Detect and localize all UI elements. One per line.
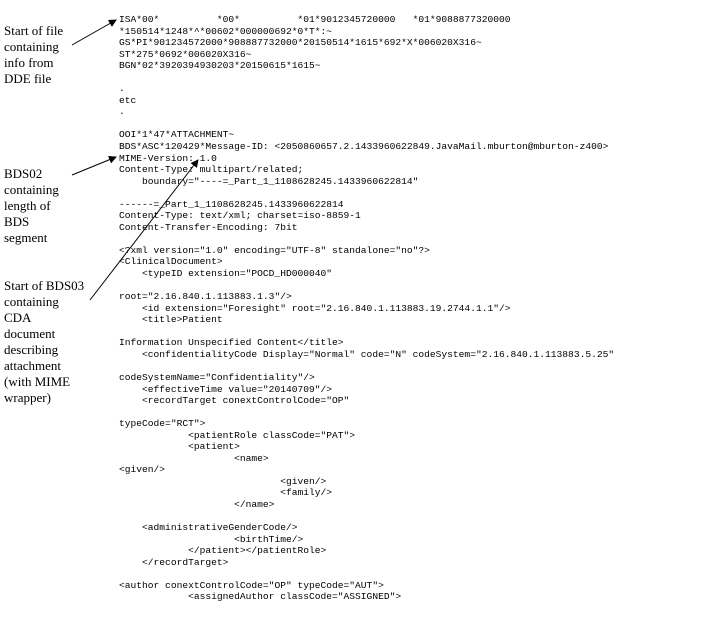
code-line: <patient> (119, 441, 240, 453)
code-line: root="2.16.840.1.113883.1.3"/> (119, 291, 292, 303)
label-bds02: BDS02 containing length of BDS segment (4, 166, 59, 245)
arrow-start-of-file (71, 19, 117, 46)
edi-code-listing: ISA*00* *00* *01*9012345720000 *01*90888… (119, 14, 614, 603)
code-line: ------=_Part_1_1108628245.1433960622814 (119, 198, 344, 210)
code-line: OOI*1*47*ATTACHMENT~ (119, 129, 235, 141)
code-line: <?xml version="1.0" encoding="UTF-8" sta… (119, 244, 430, 256)
code-line: typeCode="RCT"> (119, 418, 206, 430)
code-line: Content-Type: text/xml; charset=iso-8859… (119, 210, 361, 222)
code-line: <confidentialityCode Display="Normal" co… (119, 348, 615, 360)
code-line: </recordTarget> (119, 556, 229, 568)
code-line: codeSystemName="Confidentiality"/> (119, 371, 315, 383)
code-line: Information Unspecified Content</title> (119, 337, 344, 349)
code-line: </patient></patientRole> (119, 545, 327, 557)
code-line (119, 326, 614, 338)
code-line: BGN*02*3920394930203*20150615*1615~ (119, 60, 321, 72)
label-start-of-file: Start of file containing info from DDE f… (4, 23, 64, 86)
code-line: <id extension="Foresight" root="2.16.840… (119, 302, 511, 314)
code-line: etc (119, 94, 137, 106)
code-line: <name> (119, 452, 269, 464)
code-line (119, 360, 614, 372)
arrow-bds02 (71, 155, 117, 176)
label-bds03: Start of BDS03 containing CDA document d… (4, 278, 85, 405)
code-line: <ClinicalDocument> (119, 256, 223, 268)
code-line: . (119, 83, 125, 95)
code-line (119, 72, 614, 84)
code-line: ST*275*0692*006020X316~ (119, 48, 252, 60)
code-line: *150514*1248*^*00602*000000692*0*T*:~ (119, 25, 333, 37)
code-line: Content-Transfer-Encoding: 7bit (119, 221, 298, 233)
code-line: <patientRole classCode="PAT"> (119, 429, 356, 441)
code-line: <administrativeGenderCode/> (119, 522, 298, 534)
code-line: <birthTime/> (119, 533, 304, 545)
code-line: . (119, 106, 125, 118)
code-line: Content-Type: multipart/related; (119, 164, 304, 176)
code-line (119, 233, 614, 245)
code-line: <given/> (119, 475, 327, 487)
code-line: <typeID extension="POCD_HD000040" (119, 268, 333, 280)
code-line: <recordTarget conextControlCode="OP" (119, 395, 350, 407)
code-line (119, 118, 614, 130)
code-line (119, 568, 614, 580)
code-line: </name> (119, 498, 275, 510)
code-line (119, 511, 614, 523)
code-line (119, 280, 614, 292)
code-line: <family/> (119, 487, 333, 499)
code-line (119, 407, 614, 419)
code-line: <assignedAuthor classCode="ASSIGNED"> (119, 591, 402, 603)
code-line: GS*PI*901234572000*908887732000*20150514… (119, 37, 482, 49)
code-line: ISA*00* *00* *01*9012345720000 *01*90888… (119, 14, 511, 25)
code-line: BDS*ASC*120429*Message-ID: <2050860657.2… (119, 141, 609, 153)
code-line: <given/> (119, 464, 166, 476)
code-line: MIME-Version: 1.0 (119, 152, 217, 164)
code-line: <author conextControlCode="OP" typeCode=… (119, 579, 384, 591)
code-line: <effectiveTime value="20140709"/> (119, 383, 333, 395)
code-line: <title>Patient (119, 314, 223, 326)
code-line: boundary="----=_Part_1_1108628245.143396… (119, 175, 419, 187)
code-line (119, 187, 614, 199)
